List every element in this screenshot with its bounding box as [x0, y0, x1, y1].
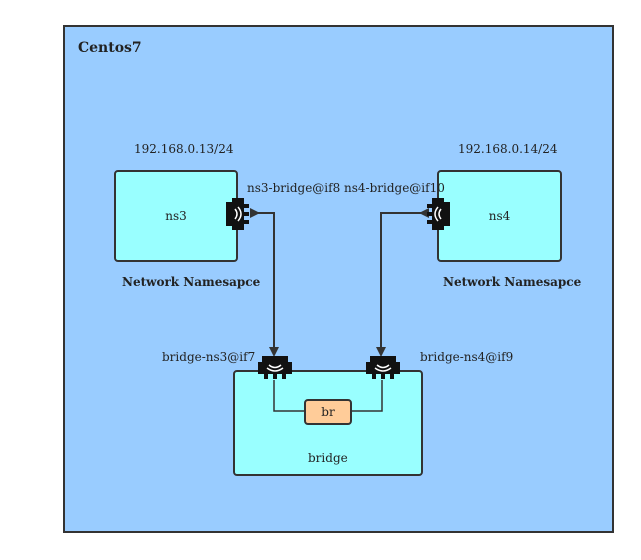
bridge-ns3-port-label: bridge-ns3@if7	[162, 350, 256, 364]
br-label: br	[321, 405, 335, 419]
network-card-icon	[258, 356, 292, 379]
ns3-name: ns3	[165, 209, 187, 223]
ns3-ip-label: 192.168.0.13/24	[134, 142, 234, 156]
br-box[interactable]: br	[304, 399, 352, 425]
host-title: Centos7	[78, 40, 142, 56]
bridge-internal-link-left	[273, 380, 304, 412]
network-card-icon	[366, 356, 400, 379]
ns4-caption: Network Namesapce	[443, 275, 582, 289]
bridge-ns4-port-label: bridge-ns4@if9	[420, 350, 514, 364]
ns4-link	[376, 208, 429, 357]
bridge-label: bridge	[308, 451, 348, 465]
ns3-link	[250, 208, 279, 357]
network-card-icon	[427, 198, 450, 230]
bridge-internal-link-right	[352, 380, 383, 412]
ns4-name: ns4	[488, 209, 511, 223]
network-card-icon	[226, 198, 249, 230]
ns3-caption: Network Namesapce	[122, 275, 261, 289]
ns4-ip-label: 192.168.0.14/24	[458, 142, 558, 156]
ns3-veth-label: ns3-bridge@if8	[247, 181, 341, 195]
ns4-veth-label: ns4-bridge@if10	[344, 181, 445, 195]
